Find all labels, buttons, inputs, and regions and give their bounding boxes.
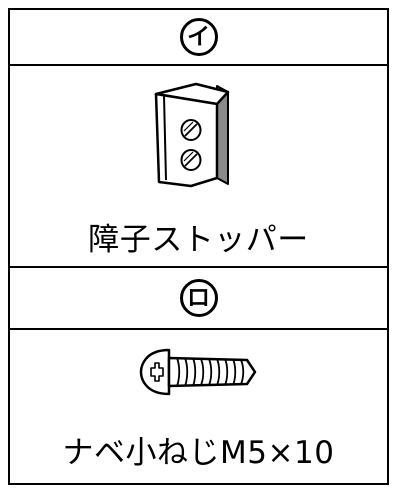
pan-head-screw-icon bbox=[139, 348, 257, 396]
part-a-key-letter: イ bbox=[187, 23, 210, 50]
divider bbox=[10, 64, 387, 66]
divider bbox=[10, 266, 387, 268]
part-b-header: ロ bbox=[10, 268, 387, 328]
parts-table: イ 障子ストッパー ロ bbox=[8, 8, 389, 485]
part-a-header: イ bbox=[10, 10, 387, 64]
part-b-body: ナベ小ねじM5×10 bbox=[10, 330, 387, 483]
part-a-key-badge: イ bbox=[179, 18, 218, 56]
door-stopper-block-icon bbox=[154, 82, 230, 188]
divider bbox=[10, 328, 387, 330]
part-b-name: ナベ小ねじM5×10 bbox=[62, 435, 335, 471]
part-b-key-badge: ロ bbox=[179, 279, 218, 317]
part-a-name: 障子ストッパー bbox=[88, 222, 309, 258]
part-b-key-letter: ロ bbox=[187, 284, 210, 311]
part-a-body: 障子ストッパー bbox=[10, 66, 387, 266]
